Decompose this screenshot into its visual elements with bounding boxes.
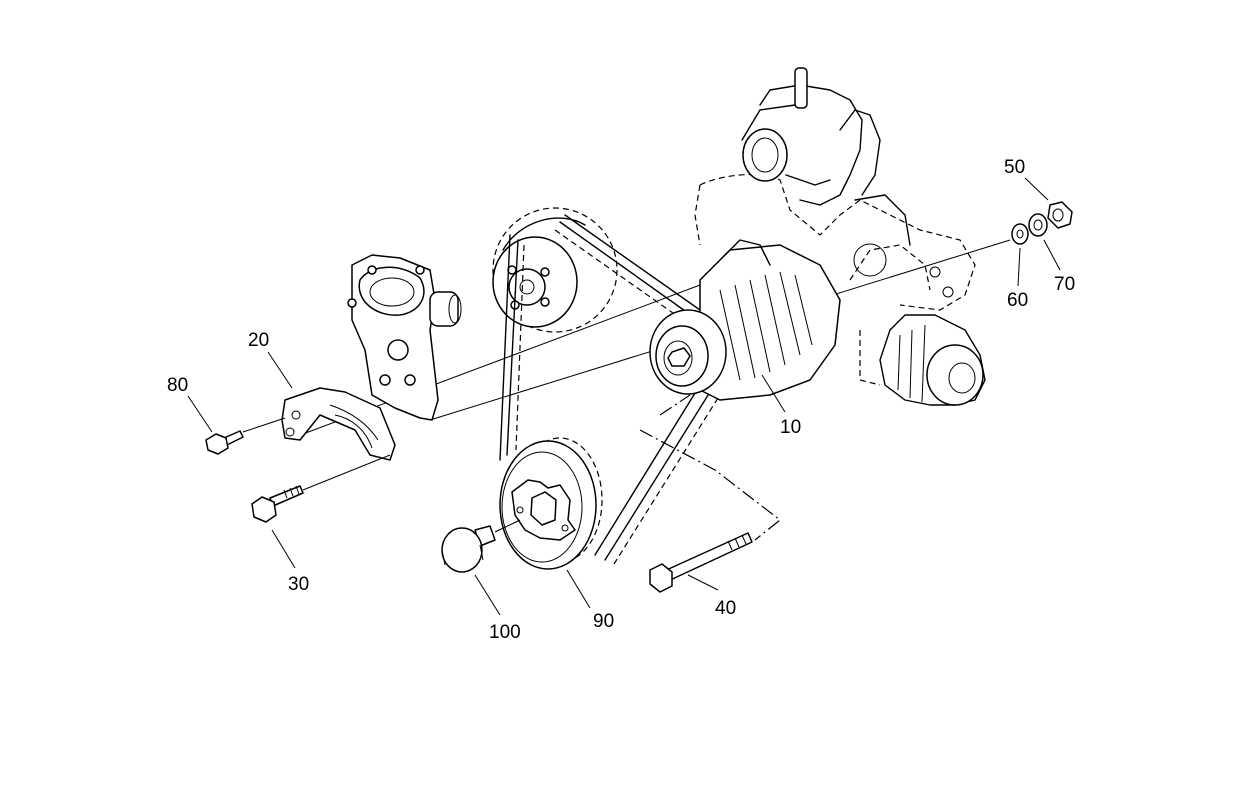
callout-10: 10 — [780, 417, 801, 438]
callout-100: 100 — [489, 622, 521, 643]
adjusting-bracket-housing — [347, 254, 462, 421]
fan-belt — [499, 214, 719, 565]
callout-70: 70 — [1054, 274, 1075, 295]
bracket-20 — [281, 387, 396, 461]
oil-filter — [879, 314, 986, 406]
callout-40: 40 — [715, 598, 736, 619]
alternator — [649, 239, 841, 401]
leader-lines — [187, 177, 1061, 616]
bolt-30 — [251, 454, 391, 523]
bolt-100 — [441, 519, 521, 573]
nut-washer-stack — [1011, 201, 1073, 245]
engine-block-outline — [694, 173, 976, 386]
callout-90: 90 — [593, 611, 614, 632]
crank-pulley — [499, 437, 603, 570]
callout-60: 60 — [1007, 290, 1028, 311]
water-pump-pulley — [492, 207, 618, 333]
callout-80: 80 — [167, 375, 188, 396]
callout-30: 30 — [288, 574, 309, 595]
water-outlet-housing — [741, 67, 911, 246]
alternator-bolt — [639, 394, 781, 593]
callout-20: 20 — [248, 330, 269, 351]
bolt-80 — [205, 417, 286, 455]
callout-50: 50 — [1004, 157, 1025, 178]
